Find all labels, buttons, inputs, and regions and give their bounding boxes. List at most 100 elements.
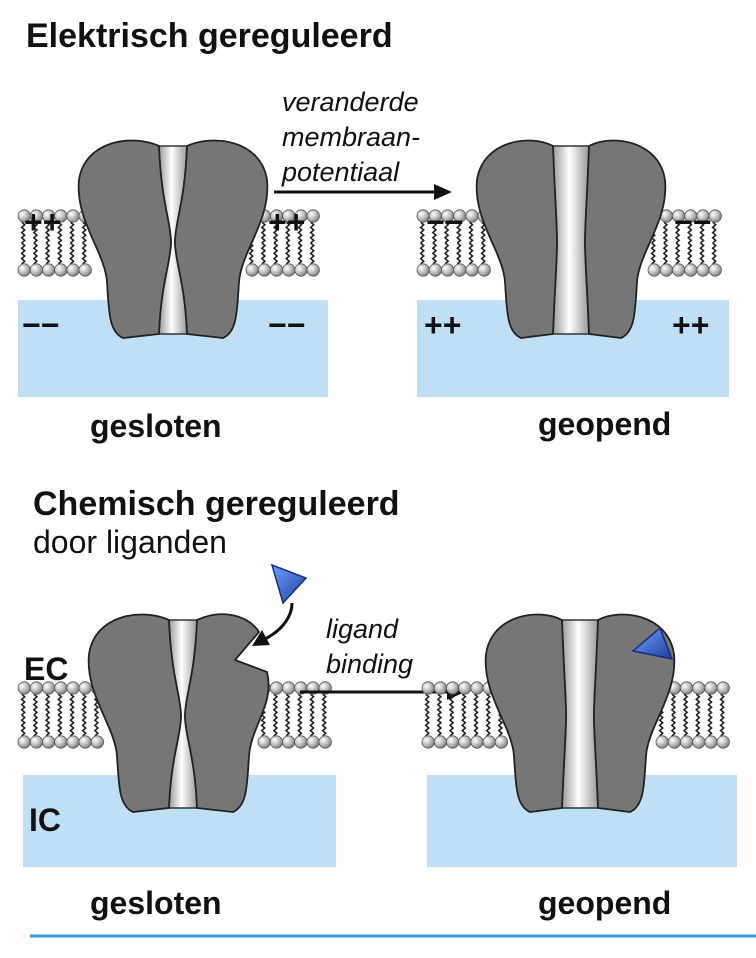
lipid-tail	[650, 242, 656, 265]
lipid-head	[257, 263, 271, 277]
lipid-tail	[57, 221, 63, 244]
charge-closed-top-left: ++	[24, 204, 61, 240]
chemical-title: Chemisch gereguleerd	[33, 485, 400, 523]
lipid-head	[282, 263, 296, 277]
lipid-tail	[20, 242, 26, 265]
lipid-tail	[497, 714, 504, 737]
lipid-tail	[448, 693, 455, 716]
lipid-tail	[57, 242, 63, 265]
lipid-head	[433, 735, 447, 749]
channel-pore	[552, 145, 590, 335]
lipid-tail	[695, 714, 701, 737]
lipid-tail	[480, 242, 486, 265]
lipid-tail	[285, 242, 291, 265]
lipid-head	[66, 681, 80, 695]
lipid-head	[66, 735, 80, 749]
lipid-tail	[297, 242, 303, 265]
lipid-head	[306, 263, 320, 277]
lipid-head	[294, 263, 308, 277]
lipid-tail	[260, 714, 266, 737]
lipid-head	[281, 681, 296, 695]
lipid-head	[306, 735, 320, 749]
lipid-tail	[44, 693, 51, 716]
lipid-tail	[321, 693, 327, 716]
lipid-tail	[456, 242, 462, 265]
lipid-tail	[687, 242, 693, 265]
lipid-tail	[57, 714, 63, 737]
lipid-head	[704, 735, 718, 749]
electric-closed-label: gesloten	[90, 408, 222, 444]
lipid-tail	[32, 693, 39, 716]
lipid-tail	[468, 221, 474, 244]
charge-open-top-right: −−	[674, 204, 711, 240]
lipid-head	[684, 263, 698, 277]
lipid-head	[482, 735, 496, 749]
lipid-tail	[682, 693, 689, 716]
lipid-tail	[248, 242, 254, 265]
lipid-tail	[20, 714, 26, 737]
lipid-head	[318, 735, 332, 749]
lipid-tail	[69, 242, 75, 265]
lipid-head	[470, 735, 484, 749]
lipid-tail	[44, 242, 51, 265]
electric-arrow-label-1: veranderde	[282, 87, 419, 117]
lipid-tail	[297, 714, 303, 737]
lipid-tail	[284, 693, 291, 716]
lipid-head	[421, 735, 435, 749]
lipid-head	[66, 263, 80, 277]
charge-closed-top-right: ++	[268, 204, 305, 240]
channel-subunit-left	[475, 139, 558, 339]
ec-label: EC	[24, 651, 68, 687]
lipid-head	[281, 735, 296, 749]
lipid-head	[659, 263, 674, 277]
ic-label: IC	[29, 802, 61, 838]
lipid-tail	[32, 221, 39, 244]
lipid-tail	[44, 221, 51, 244]
channel-subunit-left	[484, 613, 567, 813]
lipid-head	[294, 735, 308, 749]
lipid-tail	[707, 693, 713, 716]
lipid-tail	[297, 693, 303, 716]
lipid-tail	[707, 714, 713, 737]
lipid-head	[269, 263, 284, 277]
lipid-tail	[443, 221, 450, 244]
ion-channel-closed	[87, 613, 270, 813]
lipid-tail	[424, 693, 430, 716]
lipid-tail	[485, 714, 491, 737]
chemical-subtitle: door liganden	[33, 524, 227, 560]
lipid-head	[78, 681, 92, 695]
lipid-tail	[719, 714, 725, 737]
lipid-tail	[297, 221, 303, 244]
lipid-tail	[69, 693, 75, 716]
lipid-tail	[260, 221, 267, 244]
lipid-tail	[670, 714, 677, 737]
lipid-head	[494, 735, 508, 749]
electric-open-label: geopend	[538, 406, 671, 442]
lipid-head	[90, 735, 105, 749]
lipid-head	[679, 735, 694, 749]
lipid-head	[679, 681, 694, 695]
lipid-tail	[44, 714, 51, 737]
lipid-head	[708, 209, 722, 223]
lipid-bilayer-right	[257, 681, 332, 749]
lipid-tail	[309, 693, 315, 716]
lipid-head	[17, 735, 31, 749]
membrane-chemical-open	[421, 681, 737, 867]
lipid-head	[458, 681, 472, 695]
lipid-bilayer-left	[17, 209, 92, 277]
lipid-tail	[20, 693, 26, 716]
lipid-head	[692, 681, 706, 695]
lipid-tail	[81, 221, 87, 244]
lipid-tail	[711, 221, 717, 244]
lipid-tail	[81, 242, 87, 265]
lipid-head	[29, 263, 44, 277]
lipid-tail	[272, 221, 279, 244]
charge-open-bottom-left: ++	[424, 307, 461, 343]
charge-open-top-left: −−	[426, 204, 463, 240]
lipid-tail	[81, 714, 87, 737]
lipid-tail	[424, 714, 430, 737]
lipid-head	[29, 735, 44, 749]
lipid-head	[465, 263, 479, 277]
lipid-tail	[485, 693, 491, 716]
